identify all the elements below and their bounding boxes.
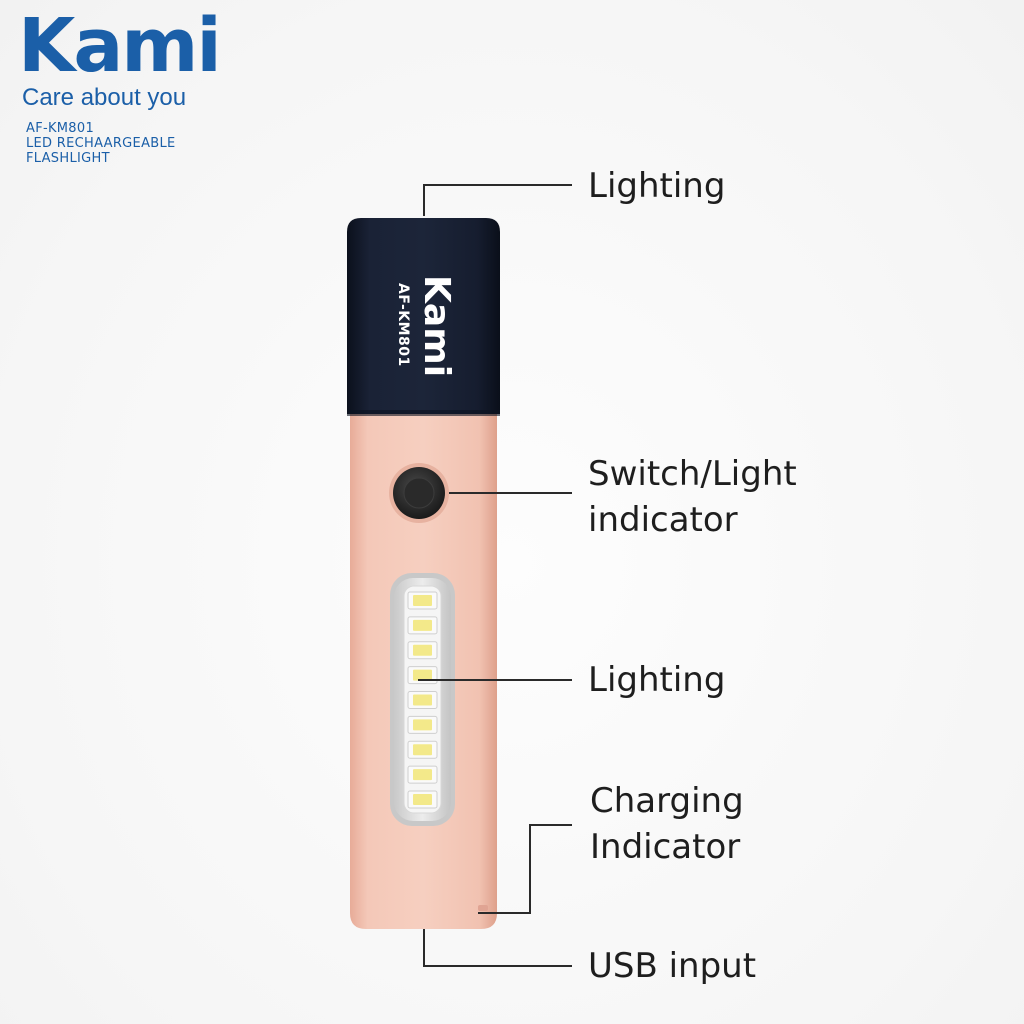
led-phosphor <box>413 719 432 731</box>
product-name-line2: FLASHLIGHT <box>26 151 110 166</box>
led-phosphor <box>413 644 432 656</box>
cap-model: AF-KM801 <box>395 283 411 367</box>
label-charging-line1: Charging <box>590 781 744 821</box>
led-phosphor <box>413 669 432 681</box>
led-phosphor <box>413 794 432 805</box>
product-name-line1: LED RECHAARGEABLE <box>26 136 176 151</box>
model-info: AF-KM801 LED RECHAARGEABLE FLASHLIGHT <box>26 121 176 166</box>
model-number: AF-KM801 <box>26 121 95 136</box>
label-usb: USB input <box>588 946 757 986</box>
leader-usb <box>423 929 572 967</box>
led-phosphor <box>413 694 432 706</box>
label-switch-line1: Switch/Light <box>588 454 797 494</box>
led-phosphor <box>413 619 432 631</box>
brand-logo: Kami <box>18 3 222 89</box>
flashlight-cap: Kami AF-KM801 <box>347 218 500 416</box>
led-phosphor <box>413 595 432 606</box>
led-phosphor <box>413 769 432 781</box>
led-phosphor <box>413 744 432 756</box>
leader-lighting-top <box>423 184 572 216</box>
charging-indicator <box>478 905 488 911</box>
cap-logo: Kami <box>416 275 457 377</box>
switch-button[interactable] <box>389 463 449 523</box>
leader-charging <box>478 824 572 914</box>
leader-lines <box>418 184 572 967</box>
brand-header: Kami Care about you <box>18 3 222 111</box>
brand-tagline: Care about you <box>22 84 187 111</box>
label-switch-line2: indicator <box>588 500 738 540</box>
label-lighting-side: Lighting <box>588 660 726 700</box>
label-charging-line2: Indicator <box>590 827 741 867</box>
led-strip <box>390 573 455 826</box>
label-lighting-top: Lighting <box>588 166 726 206</box>
